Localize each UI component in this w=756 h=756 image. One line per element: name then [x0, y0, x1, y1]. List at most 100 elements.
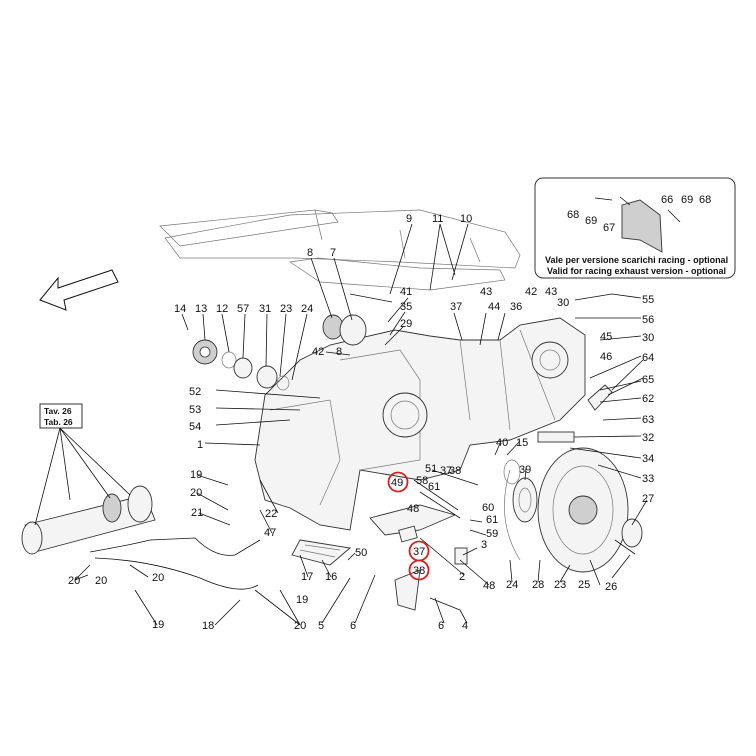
part-label: 67 [603, 222, 615, 234]
part-label: 15 [516, 437, 528, 449]
part-label: 49 [391, 477, 403, 489]
part-label: 12 [216, 303, 228, 315]
part-label: 3 [481, 539, 487, 551]
part-label: 38 [413, 565, 425, 577]
highlight-ring-38 [408, 559, 430, 581]
part-label: 19 [190, 469, 202, 481]
shift-linkage [369, 504, 468, 611]
part-label: 56 [642, 314, 654, 326]
part-label: 55 [642, 294, 654, 306]
right-parts [537, 293, 636, 555]
part-label: 47 [264, 527, 276, 539]
part-label: 59 [486, 528, 498, 540]
part-label: 23 [554, 579, 566, 591]
part-label: 69 [585, 215, 597, 227]
driveshaft [21, 485, 156, 555]
part-label: 57 [237, 303, 249, 315]
part-label: 10 [460, 213, 472, 225]
part-label: 68 [699, 194, 711, 206]
differential-cover [503, 447, 643, 573]
part-label: 43 [545, 286, 557, 298]
part-label: 60 [482, 502, 494, 514]
tav-label: Tav. 26 [44, 406, 72, 416]
exhaust-bracket-shape [621, 199, 663, 253]
part-label: 64 [642, 352, 654, 364]
part-label: 61 [428, 481, 440, 493]
part-label: 19 [152, 619, 164, 631]
part-label: 37 [413, 546, 425, 558]
part-label: 62 [642, 393, 654, 405]
part-label: 22 [265, 508, 277, 520]
tab-label: Tab. 26 [44, 417, 73, 427]
part-label: 24 [301, 303, 313, 315]
part-label: 18 [202, 620, 214, 632]
part-label: 21 [191, 507, 203, 519]
part-label: 8 [307, 247, 313, 259]
part-label: 63 [642, 414, 654, 426]
part-label: 6 [438, 620, 444, 632]
part-label: 51 [425, 463, 437, 475]
part-label: 8 [336, 346, 342, 358]
part-label: 20 [95, 575, 107, 587]
part-label: 11 [432, 213, 443, 225]
part-label: 6 [350, 620, 356, 632]
part-label: 66 [661, 194, 673, 206]
part-label: 25 [578, 579, 590, 591]
part-label: 36 [510, 301, 522, 313]
part-label: 37 [440, 465, 452, 477]
part-label: 20 [294, 620, 306, 632]
part-label: 48 [407, 503, 419, 515]
part-label: 32 [642, 432, 654, 444]
part-label: 31 [259, 303, 271, 315]
part-label: 27 [642, 493, 654, 505]
part-label: 65 [642, 374, 654, 386]
part-labels: 9 11 10 8 7 41 35 37 43 42 43 14 13 12 5… [68, 194, 711, 632]
part-label: 13 [195, 303, 207, 315]
part-label: 50 [355, 547, 367, 559]
part-label: 48 [483, 580, 495, 592]
gearbox-housing [254, 317, 586, 531]
racing-note-it: Vale per versione scarichi racing - opti… [545, 255, 728, 265]
part-label: 29 [400, 318, 412, 330]
part-label: 9 [406, 213, 412, 225]
part-label: 24 [506, 579, 518, 591]
part-label: 2 [459, 571, 465, 583]
part-label: 52 [189, 386, 201, 398]
part-label: 7 [330, 247, 336, 259]
part-label: 61 [486, 514, 498, 526]
tav-reference: Tav. 26 Tab. 26 [34, 403, 131, 526]
part-label: 38 [449, 465, 461, 477]
part-label: 14 [174, 303, 186, 315]
part-label: 5 [318, 620, 324, 632]
part-label: 4 [462, 620, 468, 632]
leader-lines [74, 223, 648, 626]
part-label: 42 [312, 346, 324, 358]
part-label: 16 [325, 571, 337, 583]
seal-parts [192, 293, 393, 391]
part-label: 68 [567, 209, 579, 221]
part-label: 37 [450, 301, 462, 313]
oil-lines [89, 537, 352, 590]
part-label: 54 [189, 421, 201, 433]
part-label: 41 [400, 286, 412, 298]
part-label: 45 [600, 331, 612, 343]
chassis-frame [159, 209, 521, 291]
part-label: 20 [152, 572, 164, 584]
part-label: 17 [301, 571, 313, 583]
part-label: 43 [480, 286, 492, 298]
racing-inset: Vale per versione scarichi racing - opti… [534, 177, 736, 279]
part-label: 30 [642, 332, 654, 344]
part-label: 28 [532, 579, 544, 591]
racing-note-en: Valid for racing exhaust version - optio… [547, 266, 726, 276]
part-label: 46 [600, 351, 612, 363]
part-label: 33 [642, 473, 654, 485]
part-label: 34 [642, 453, 654, 465]
part-label: 69 [681, 194, 693, 206]
part-label: 40 [496, 437, 508, 449]
part-label: 1 [197, 439, 203, 451]
part-label: 26 [605, 581, 617, 593]
direction-arrow-icon [39, 269, 119, 311]
highlight-circles [387, 471, 430, 581]
part-label: 53 [189, 404, 201, 416]
